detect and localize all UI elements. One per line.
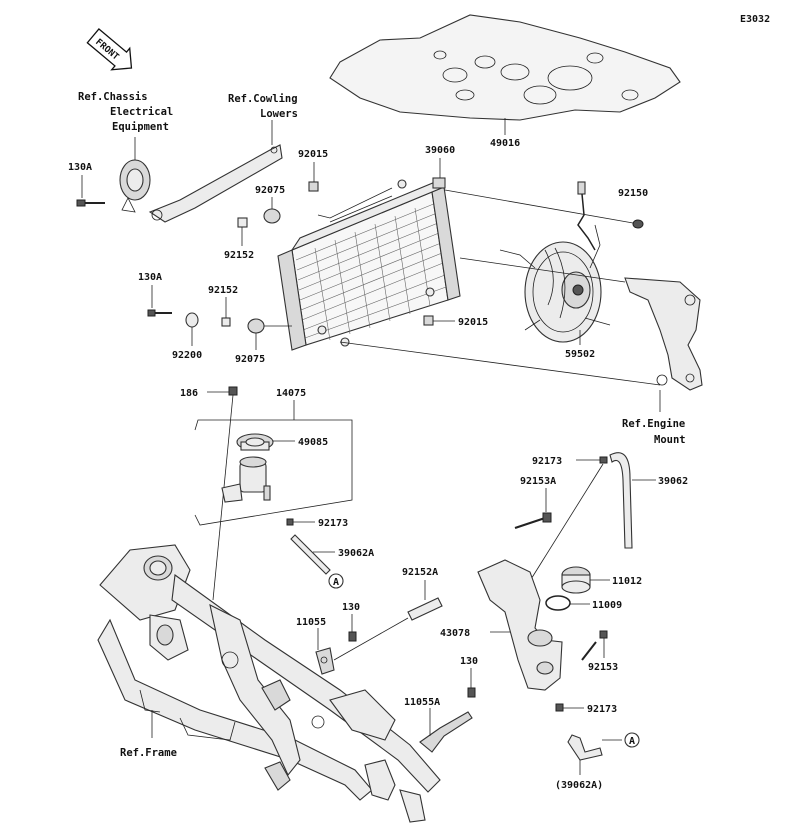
label-39062a-paren: (39062A) [555, 780, 603, 791]
label-49016: 49016 [490, 138, 520, 149]
label-43078: 43078 [440, 628, 470, 639]
label-92150: 92150 [618, 188, 648, 199]
marker-a-bottom [624, 732, 640, 748]
undertray-plate-49016 [329, 14, 681, 121]
cowling-bracket [148, 144, 283, 223]
bracket-11055a [419, 711, 473, 753]
bracket-11055 [315, 647, 335, 675]
label-92173-cap: 92173 [318, 518, 348, 529]
motorcycle-frame [97, 544, 441, 823]
ref-cowling-line1: Ref.Cowling [228, 93, 298, 105]
label-130-a: 130 [342, 602, 360, 613]
label-92152-top: 92152 [224, 250, 254, 261]
label-14075: 14075 [276, 388, 306, 399]
hose-39062 [609, 452, 633, 549]
ref-cowling-line2: Lowers [260, 108, 298, 120]
clip-92015-mid [423, 315, 434, 326]
bolt-130-a [348, 631, 357, 642]
filler-neck-part [221, 456, 271, 503]
label-186: 186 [180, 388, 198, 399]
label-39060: 39060 [425, 145, 455, 156]
radiator-39060 [277, 177, 461, 351]
label-92152a: 92152A [402, 567, 438, 578]
horn-part [119, 159, 151, 213]
label-39062: 39062 [658, 476, 688, 487]
clamp-92173-bot [555, 703, 564, 712]
label-39062a: 39062A [338, 548, 374, 559]
marker-a-bottom-label: A [629, 736, 635, 747]
engine-mount-bracket [624, 277, 703, 391]
label-130-b: 130 [460, 656, 478, 667]
label-92075-mid: 92075 [235, 354, 265, 365]
label-11055a: 11055A [404, 697, 440, 708]
radiator-fins [295, 202, 447, 341]
hose-39062a-paren [567, 734, 603, 761]
collar-92152-top [237, 217, 248, 228]
bolt-130a-mid [147, 309, 172, 317]
label-92153a: 92153A [520, 476, 556, 487]
label-130a-top: 130A [68, 162, 92, 173]
label-92153: 92153 [588, 662, 618, 673]
clamp-92173-top [599, 456, 608, 464]
label-11012: 11012 [612, 576, 642, 587]
label-11009: 11009 [592, 600, 622, 611]
ref-frame: Ref.Frame [120, 747, 177, 759]
grommet-92075-mid [247, 318, 265, 334]
collar-92152-mid [221, 317, 231, 327]
fan-wire-harness [577, 181, 596, 251]
bracket-14075-group [194, 419, 353, 526]
label-130a-mid: 130A [138, 272, 162, 283]
label-92015-mid: 92015 [458, 317, 488, 328]
marker-a-top [328, 573, 344, 589]
fan-assembly-59502 [499, 224, 611, 343]
label-92015-top: 92015 [298, 149, 328, 160]
label-49085: 49085 [298, 437, 328, 448]
gasket-11009 [545, 595, 571, 611]
marker-a-top-label: A [333, 577, 339, 588]
label-92152-mid: 92152 [208, 285, 238, 296]
label-92075-top: 92075 [255, 185, 285, 196]
label-92200: 92200 [172, 350, 202, 361]
hose-39062a [290, 534, 331, 575]
clamp-92173-cap [286, 518, 294, 526]
bolt-186 [228, 386, 238, 396]
ref-engine-mount-line2: Mount [654, 434, 686, 446]
label-92173-bot: 92173 [587, 704, 617, 715]
bolt-130-b [467, 687, 476, 698]
bolt-92153a [514, 512, 552, 530]
ref-chassis-line3: Equipment [112, 121, 169, 133]
ref-engine-mount-line1: Ref.Engine [622, 418, 685, 430]
radiator-cap-49085 [236, 433, 274, 451]
ref-chassis-line2: Electrical [110, 106, 173, 118]
label-92173-top: 92173 [532, 456, 562, 467]
rubber-92150 [632, 219, 644, 229]
front-arrow-icon: FRONT [86, 28, 133, 71]
label-11055: 11055 [296, 617, 326, 628]
diagram-code: E3032 [740, 14, 770, 25]
ref-chassis-line1: Ref.Chassis [78, 91, 148, 103]
collar-92152a [407, 597, 443, 621]
clip-92015-top [308, 181, 319, 192]
grommet-92075-top [263, 208, 281, 224]
washer-92200 [185, 312, 199, 328]
bolt-92153 [581, 630, 608, 661]
reservoir-tank-43078 [477, 559, 563, 691]
label-59502: 59502 [565, 349, 595, 360]
bolt-130a-top [76, 199, 105, 207]
reservoir-cap-11012 [561, 566, 591, 594]
